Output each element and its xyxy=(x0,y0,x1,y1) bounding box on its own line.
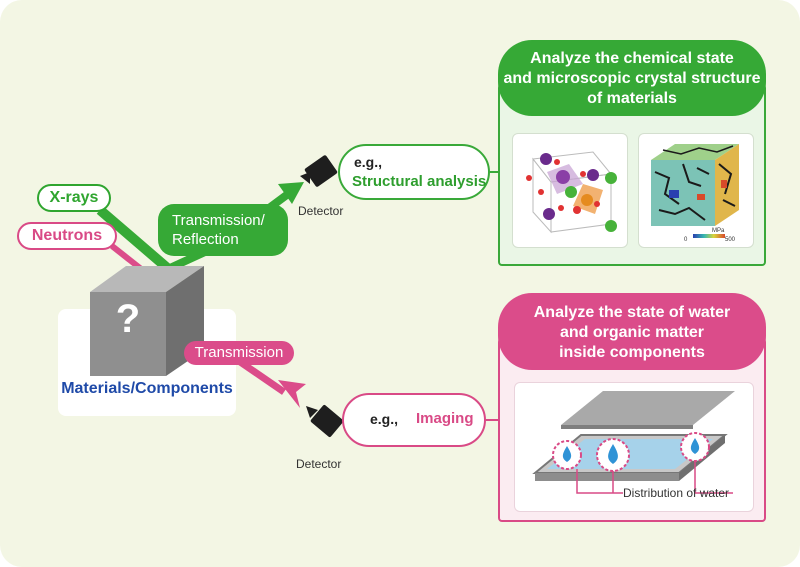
crystal-structure-drawing xyxy=(526,151,617,234)
chemical-heading-line3: of materials xyxy=(587,90,677,107)
crystal-structure-image xyxy=(512,133,628,248)
chemical-heading-line1: Analyze the chemical state xyxy=(530,50,734,67)
xray-beam xyxy=(96,206,176,276)
sample-cube xyxy=(90,266,204,376)
water-analysis-heading: Analyze the state of water and organic m… xyxy=(498,293,766,370)
detector-bottom-label: Detector xyxy=(296,457,342,471)
xray-label: X-rays xyxy=(37,184,111,212)
structural-analysis-pill: e.g., Structural analysis xyxy=(338,144,490,200)
heatmap-unit: MPa xyxy=(712,228,725,234)
transmission-reflection-line2: Reflection xyxy=(172,231,239,248)
water-distribution-label: Distribution of water xyxy=(623,486,730,500)
camera-detector-icon xyxy=(306,405,344,437)
imaging-text: Imaging xyxy=(416,410,474,427)
water-heading-line3: inside components xyxy=(559,344,705,361)
question-icon: ? xyxy=(115,297,141,341)
water-heading-line1: Analyze the state of water xyxy=(533,304,731,321)
chemical-heading-line2: and microscopic crystal structure xyxy=(503,70,761,87)
neutron-label: Neutrons xyxy=(17,222,117,250)
transmission-reflection-label: Transmission/ Reflection xyxy=(158,204,288,256)
transmission-label: Transmission xyxy=(184,341,294,365)
water-heading-line2: and organic matter xyxy=(559,324,705,341)
materials-components-label: Materials/Components xyxy=(61,380,233,397)
structural-analysis-text: Structural analysis xyxy=(352,173,487,190)
eg-prefix-bottom: e.g., xyxy=(370,411,399,427)
detector-top-label: Detector xyxy=(298,204,344,218)
camera-detector-icon xyxy=(300,155,338,187)
fuel-cell-drawing xyxy=(532,391,735,494)
heatmap-min: 0 xyxy=(684,237,688,243)
fuel-cell-image xyxy=(514,382,754,512)
transmission-reflection-line1: Transmission/ xyxy=(172,212,265,229)
stress-heatmap-cube xyxy=(651,144,739,238)
imaging-pill: e.g., Imaging xyxy=(342,393,486,447)
heatmap-max: 500 xyxy=(725,237,736,243)
transmitted-beam-arrowhead xyxy=(278,380,306,408)
eg-prefix-top: e.g., xyxy=(354,154,383,170)
water-drop-icon xyxy=(690,438,700,454)
water-drop-icon xyxy=(608,444,618,464)
chemical-analysis-heading: Analyze the chemical state and microscop… xyxy=(498,40,766,116)
water-drop-icon xyxy=(562,446,572,462)
reflected-beam-arrowhead xyxy=(278,182,304,204)
stress-heatmap-image xyxy=(638,133,754,248)
